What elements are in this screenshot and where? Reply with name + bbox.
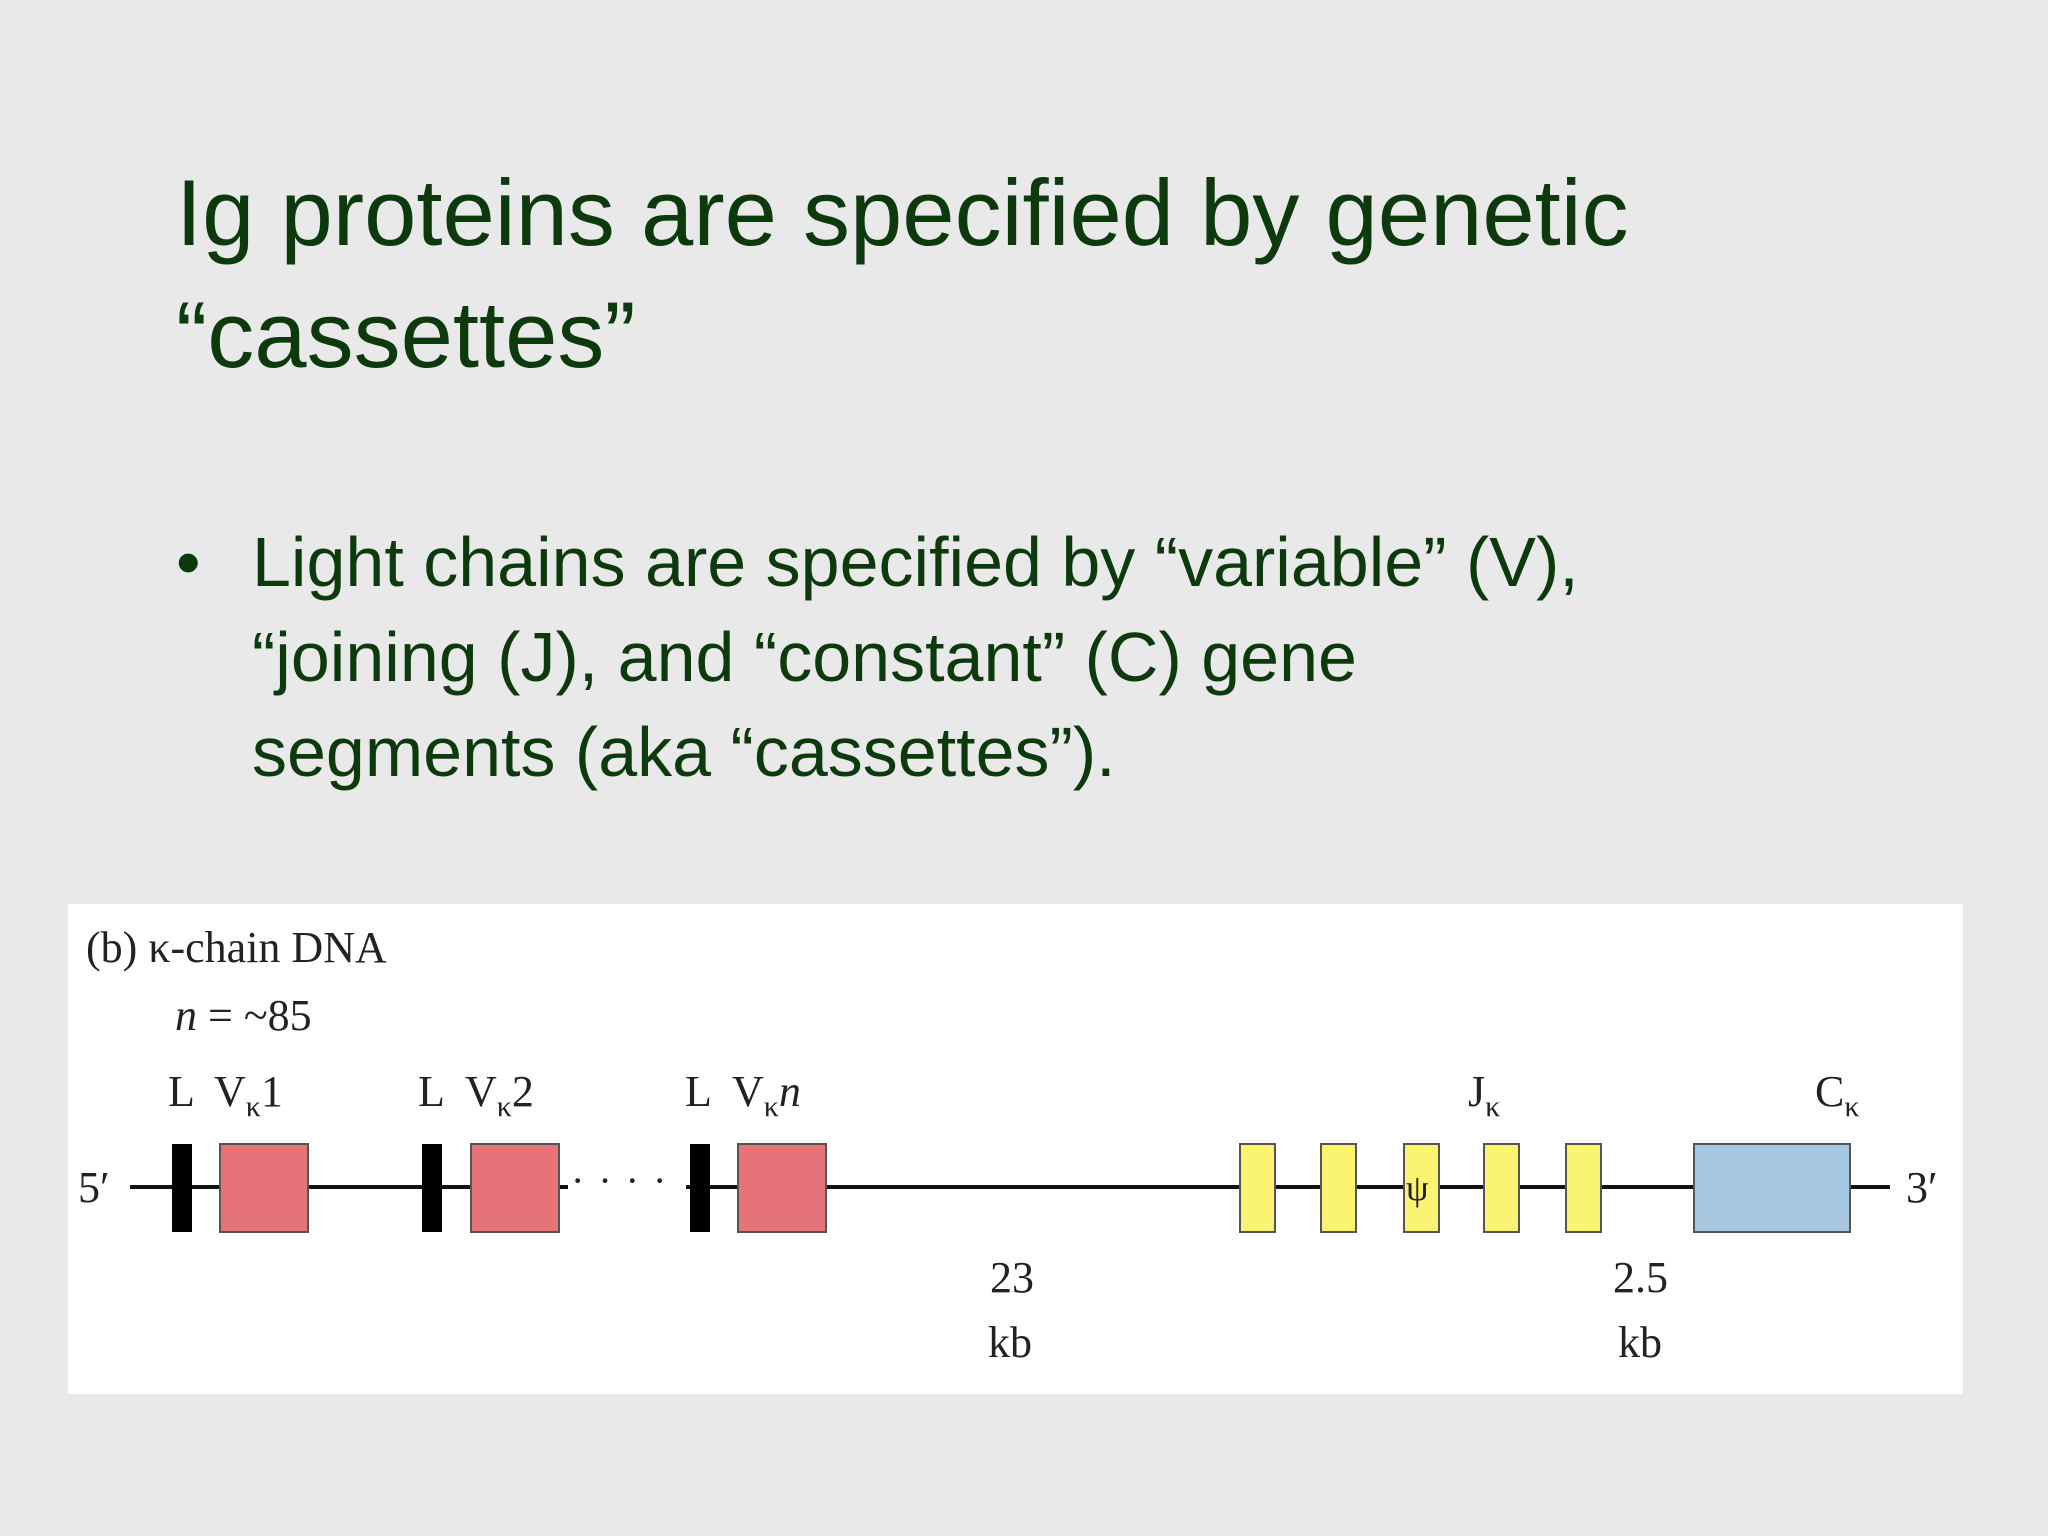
- j-kappa-label: Jκ: [1468, 1067, 1500, 1123]
- distance-2-5-value: 2.5: [1613, 1253, 1668, 1302]
- ellipsis-gap: · · · ·: [571, 1158, 668, 1203]
- v-gene-label: Vκ1: [214, 1067, 283, 1123]
- bullet-line-1: Light chains are specified by “variable”…: [252, 523, 1579, 601]
- v-gene-box: [737, 1143, 827, 1233]
- v-gene-suffix: 1: [261, 1067, 283, 1116]
- j-gene-subscript: κ: [1485, 1090, 1500, 1123]
- v-segment-2: L Vκ2: [418, 1067, 560, 1233]
- five-prime-end-label: 5′: [78, 1163, 110, 1212]
- slide-title-line-2: “cassettes”: [176, 282, 636, 387]
- j-segment-box: [1239, 1143, 1276, 1233]
- c-kappa-box: [1693, 1143, 1851, 1233]
- bullet-marker: •: [176, 523, 201, 601]
- n-label-rest: = ~85: [197, 991, 312, 1040]
- j-pseudogene-box: [1403, 1143, 1440, 1233]
- distance-23-value: 23: [990, 1253, 1034, 1302]
- slide-title: Ig proteins are specified by genetic “ca…: [176, 152, 1916, 396]
- c-kappa-label: Cκ: [1815, 1067, 1859, 1123]
- v-gene-letter: V: [732, 1067, 764, 1116]
- panel-label: (b) κ-chain DNA: [86, 923, 387, 972]
- leader-label: L: [685, 1067, 712, 1116]
- j-segment-cluster: [1239, 1143, 1602, 1233]
- bullet-line-3: segments (aka “cassettes”).: [252, 713, 1116, 791]
- leader-segment: [172, 1144, 192, 1232]
- v-gene-suffix: 2: [512, 1067, 534, 1116]
- leader-segment: [422, 1144, 442, 1232]
- leader-label: L: [418, 1067, 445, 1116]
- v-segment-n: L Vκn: [685, 1067, 827, 1233]
- j-segment-box: [1320, 1143, 1357, 1233]
- three-prime-end-label: 3′: [1906, 1163, 1938, 1212]
- leader-label: L: [168, 1067, 195, 1116]
- v-gene-label: Vκn: [732, 1067, 801, 1123]
- v-gene-subscript: κ: [497, 1090, 512, 1123]
- bullet-list: • Light chains are specified by “variabl…: [176, 515, 1836, 800]
- v-segment-1: L Vκ1: [168, 1067, 309, 1233]
- distance-2-5-unit: kb: [1618, 1318, 1662, 1367]
- c-gene-subscript: κ: [1844, 1090, 1859, 1123]
- v-gene-subscript: κ: [764, 1090, 779, 1123]
- v-gene-box: [470, 1143, 560, 1233]
- j-segment-box: [1565, 1143, 1602, 1233]
- c-gene-letter: C: [1815, 1067, 1844, 1116]
- kappa-chain-dna-diagram: (b) κ-chain DNA n = ~85 5′ 3′ · · · · L …: [68, 904, 1963, 1394]
- j-segment-box: [1483, 1143, 1520, 1233]
- v-gene-letter: V: [214, 1067, 246, 1116]
- bullet-line-2: “joining (J), and “constant” (C) gene: [252, 618, 1357, 696]
- j-gene-letter: J: [1468, 1067, 1485, 1116]
- v-gene-label: Vκ2: [465, 1067, 534, 1123]
- n-label: n = ~85: [175, 991, 312, 1040]
- v-gene-box: [219, 1143, 309, 1233]
- kappa-chain-svg: (b) κ-chain DNA n = ~85 5′ 3′ · · · · L …: [78, 923, 1938, 1367]
- n-label-var: n: [175, 991, 197, 1040]
- v-gene-letter: V: [465, 1067, 497, 1116]
- pseudogene-psi-symbol: ψ: [1406, 1168, 1429, 1208]
- bullet-item: • Light chains are specified by “variabl…: [176, 515, 1836, 800]
- v-gene-subscript: κ: [246, 1090, 261, 1123]
- v-gene-suffix: n: [779, 1067, 801, 1116]
- distance-23-unit: kb: [988, 1318, 1032, 1367]
- leader-segment: [690, 1144, 710, 1232]
- slide-title-line-1: Ig proteins are specified by genetic: [176, 160, 1629, 265]
